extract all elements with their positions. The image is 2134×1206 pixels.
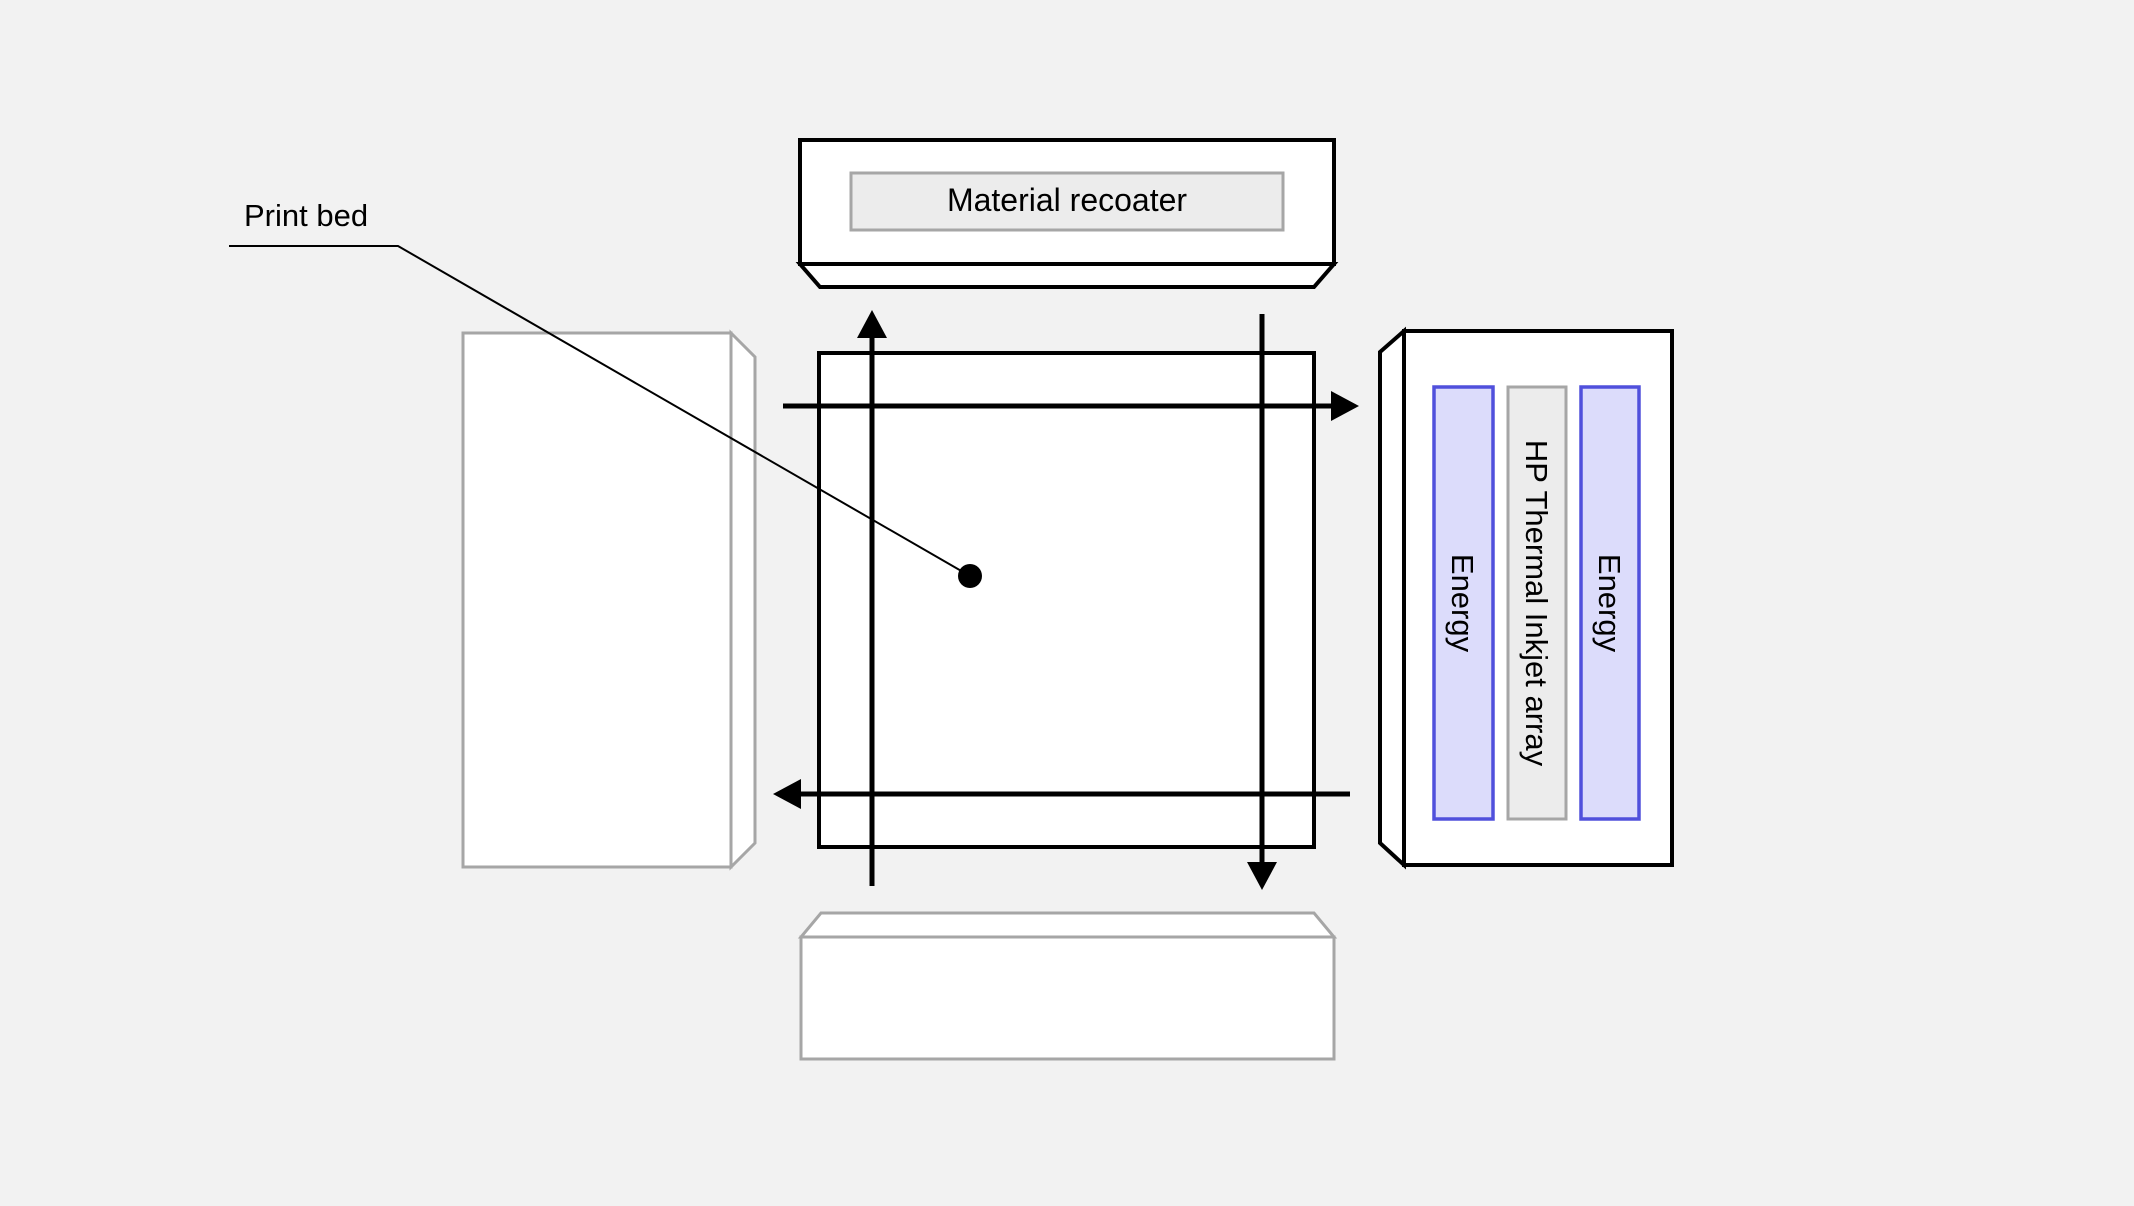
print-bed	[817, 351, 1316, 849]
print-bed-callout: Print bed	[229, 198, 982, 588]
bottom-carriage-top-bevel	[797, 911, 1338, 939]
material-recoater-label: Material recoater	[947, 182, 1187, 218]
bottom-carriage-body	[799, 935, 1336, 1061]
print-bed-callout-dot	[958, 564, 982, 588]
print-bed-label: Print bed	[244, 198, 368, 233]
arrow-right-head	[1331, 391, 1359, 421]
bottom-carriage-ghost	[797, 911, 1338, 1061]
motion-arrows	[773, 310, 1359, 890]
left-carriage-body	[461, 331, 733, 869]
inkjet-array-label: HP Thermal Inkjet array	[1519, 440, 1554, 767]
recoater-carriage-bevel	[795, 262, 1339, 289]
energy-module-left	[1432, 385, 1495, 821]
left-carriage-ghost	[461, 329, 757, 871]
arrow-left-head	[773, 779, 801, 809]
material-recoater-carriage: Material recoater	[795, 138, 1339, 289]
right-carriage-side	[1378, 326, 1406, 870]
inkjet-energy-carriage: Energy HP Thermal Inkjet array Energy	[1378, 326, 1674, 870]
material-recoater-box	[849, 171, 1285, 232]
print-bed-leader-line	[229, 245, 971, 577]
left-carriage-side	[729, 329, 757, 871]
energy-right-label: Energy	[1592, 554, 1627, 653]
arrow-up-head	[857, 310, 887, 338]
energy-left-label: Energy	[1445, 554, 1480, 653]
arrow-down-head	[1247, 862, 1277, 890]
energy-module-right	[1579, 385, 1641, 821]
inkjet-array-module	[1506, 385, 1568, 821]
